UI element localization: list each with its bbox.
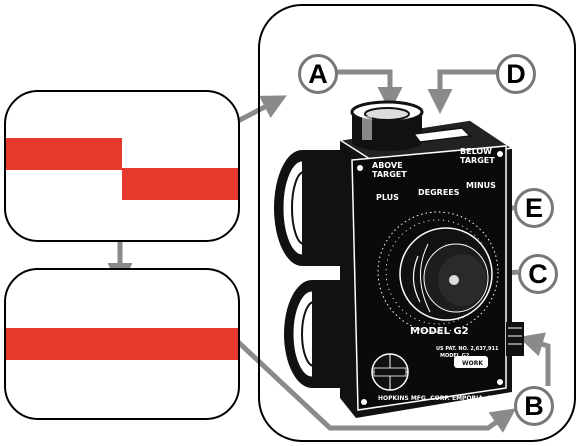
model-label: MODEL G2 (410, 326, 469, 337)
svg-text:TARGET: TARGET (372, 170, 407, 179)
arrow-a-to-eyepiece (336, 69, 403, 112)
device-frame (258, 4, 576, 442)
side-screw (506, 322, 524, 356)
svg-text:BELOW: BELOW (460, 147, 492, 156)
arrow-top-to-device (234, 95, 287, 125)
upper-barrel (274, 150, 342, 266)
top-window (412, 127, 472, 143)
callout-d: D (496, 54, 536, 94)
viewfinder-aligned (4, 268, 240, 420)
split-bar-left (6, 138, 122, 170)
degrees-label: DEGREES (418, 188, 460, 197)
callout-c: C (518, 254, 558, 294)
arrow-bottom-to-b (234, 338, 517, 433)
callout-a: A (298, 54, 338, 94)
callout-b: B (514, 386, 554, 426)
aligned-bar (6, 328, 238, 360)
adjust-knob (399, 227, 493, 321)
arrow-b-to-screw (518, 332, 551, 386)
maker-seal-icon (371, 353, 409, 391)
plus-label: PLUS (376, 193, 399, 202)
svg-text:TARGET: TARGET (460, 156, 495, 165)
svg-text:MODEL G2: MODEL G2 (440, 353, 470, 359)
maker-label: HOPKINS MFG. CORP. EMPORIA, KS (378, 395, 497, 402)
above-target-label: ABOVE (372, 161, 403, 170)
arrow-d-to-window (427, 69, 498, 114)
callout-e: E (514, 188, 554, 228)
svg-text:WORK: WORK (462, 360, 483, 367)
svg-text:US PAT. NO. 2,637,911: US PAT. NO. 2,637,911 (436, 346, 499, 352)
minus-label: MINUS (466, 181, 496, 190)
logo-plate (454, 356, 488, 368)
split-bar-right (122, 168, 238, 200)
viewfinder-split (4, 90, 240, 242)
eyepiece (350, 100, 424, 151)
